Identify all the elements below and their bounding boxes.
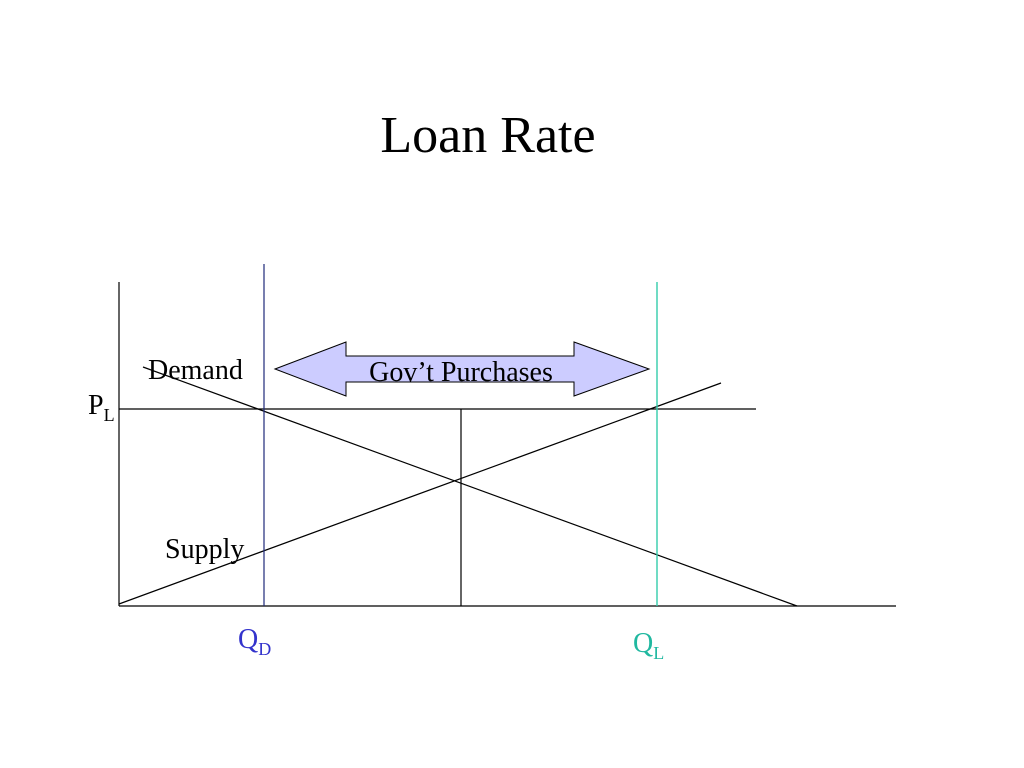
gov-purchases-arrow xyxy=(273,341,651,397)
price-level-subscript: L xyxy=(104,405,115,425)
ql-letter: Q xyxy=(633,628,653,659)
qd-label: QD xyxy=(238,624,271,659)
ql-subscript: L xyxy=(653,643,664,663)
supply-label: Supply xyxy=(165,534,244,565)
slide-title: Loan Rate xyxy=(380,107,596,164)
price-level-label: PL xyxy=(88,390,115,425)
price-level-letter: P xyxy=(88,390,104,421)
supply-curve xyxy=(118,382,722,605)
demand-label: Demand xyxy=(148,355,243,386)
demand-curve xyxy=(142,366,798,607)
gov-purchases-label: Gov’t Purchases xyxy=(369,357,553,388)
ql-label: QL xyxy=(633,628,664,663)
qd-subscript: D xyxy=(258,639,271,659)
qd-letter: Q xyxy=(238,624,258,655)
